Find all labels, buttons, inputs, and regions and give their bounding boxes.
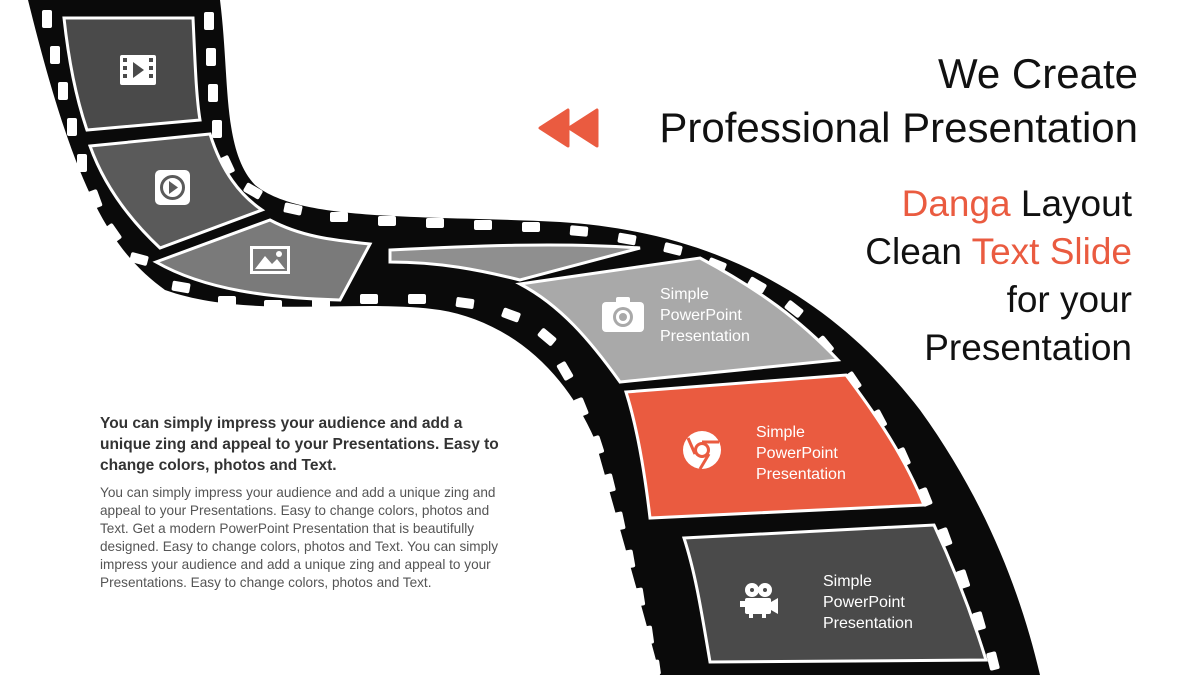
play-button-icon bbox=[155, 170, 190, 205]
video-file-icon bbox=[120, 55, 156, 85]
movie-camera-icon bbox=[740, 583, 778, 618]
subtitle-clean: Clean bbox=[865, 231, 972, 272]
body-block: You can simply impress your audience and… bbox=[100, 413, 510, 592]
frame-label-camera: Simple PowerPoint Presentation bbox=[660, 286, 750, 345]
frame-7 bbox=[681, 523, 989, 664]
picture-icon bbox=[250, 246, 290, 274]
frame-label-movie-camera: Simple PowerPoint Presentation bbox=[823, 573, 913, 632]
body-heading: You can simply impress your audience and… bbox=[100, 415, 499, 474]
subtitle-line-4: Presentation bbox=[924, 327, 1132, 368]
subtitle-layout: Layout bbox=[1010, 183, 1132, 224]
frame-label-chrome: Simple PowerPoint Presentation bbox=[756, 424, 846, 483]
subtitle-block: Danga Layout Clean Text Slide for your P… bbox=[865, 180, 1132, 372]
rewind-icon bbox=[538, 108, 599, 148]
body-paragraph: You can simply impress your audience and… bbox=[100, 485, 499, 590]
frame-6 bbox=[624, 373, 927, 520]
chrome-icon bbox=[683, 431, 721, 470]
subtitle-accent-text-slide: Text Slide bbox=[971, 231, 1132, 272]
frame-4 bbox=[388, 243, 641, 282]
subtitle-line-1: Danga Layout bbox=[865, 180, 1132, 228]
subtitle-line-3: for your bbox=[1006, 279, 1132, 320]
subtitle-line-2: Clean Text Slide bbox=[865, 228, 1132, 276]
title-block: We Create Professional Presentation bbox=[659, 48, 1138, 156]
frame-5 bbox=[515, 256, 842, 384]
sprocket-holes bbox=[42, 10, 661, 675]
title-line-2: Professional Presentation bbox=[659, 104, 1138, 151]
camera-icon bbox=[602, 297, 644, 332]
title-line-1: We Create bbox=[938, 50, 1138, 97]
subtitle-accent-danga: Danga bbox=[901, 183, 1011, 224]
